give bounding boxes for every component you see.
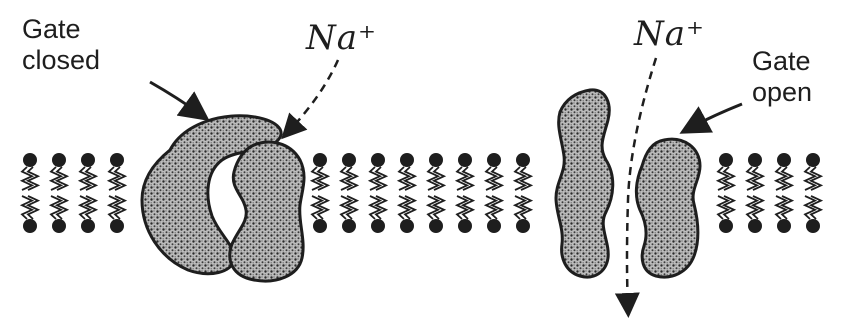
gate-open-pointer-arrow <box>690 104 742 128</box>
lipid-head-upper <box>110 153 124 167</box>
lipid-head-upper <box>400 153 414 167</box>
lipid-head-upper <box>429 153 443 167</box>
sodium-path-blocked-arrow <box>288 60 338 132</box>
lipid-head-lower <box>313 219 327 233</box>
lipid-head-upper <box>777 153 791 167</box>
open-gate-protein-right <box>636 139 700 277</box>
lipid-head-upper <box>313 153 327 167</box>
lipid-head-lower <box>52 219 66 233</box>
lipid-head-lower <box>487 219 501 233</box>
lipid-head-upper <box>81 153 95 167</box>
gate-closed-pointer-arrow <box>150 82 200 114</box>
sodium-ion-label-left: Na⁺ <box>306 18 377 58</box>
lipid-head-lower <box>400 219 414 233</box>
lipid-head-upper <box>719 153 733 167</box>
lipid-head-upper <box>487 153 501 167</box>
lipid-head-upper <box>52 153 66 167</box>
gate-open-label: Gate open <box>752 46 812 108</box>
closed-gate-protein-right <box>230 142 304 281</box>
gate-closed-label-line1: Gate <box>22 14 100 45</box>
lipid-head-lower <box>777 219 791 233</box>
lipid-head-lower <box>110 219 124 233</box>
lipid-head-upper <box>458 153 472 167</box>
lipid-head-lower <box>516 219 530 233</box>
gate-open-label-line1: Gate <box>752 46 812 77</box>
lipid-head-lower <box>23 219 37 233</box>
lipid-head-lower <box>371 219 385 233</box>
lipid-head-upper <box>371 153 385 167</box>
lipid-head-lower <box>429 219 443 233</box>
gate-closed-label-line2: closed <box>22 45 100 76</box>
open-gate-protein-left <box>556 90 613 277</box>
lipid-head-upper <box>748 153 762 167</box>
lipid-head-lower <box>748 219 762 233</box>
lipid-head-lower <box>342 219 356 233</box>
lipid-head-lower <box>458 219 472 233</box>
lipid-head-lower <box>81 219 95 233</box>
gate-closed-label: Gate closed <box>22 14 100 76</box>
lipid-head-upper <box>342 153 356 167</box>
lipid-head-lower <box>719 219 733 233</box>
sodium-ion-label-right: Na⁺ <box>634 14 705 54</box>
lipid-head-upper <box>806 153 820 167</box>
lipid-head-upper <box>516 153 530 167</box>
lipid-head-lower <box>806 219 820 233</box>
lipid-head-upper <box>23 153 37 167</box>
gate-open-label-line2: open <box>752 77 812 108</box>
